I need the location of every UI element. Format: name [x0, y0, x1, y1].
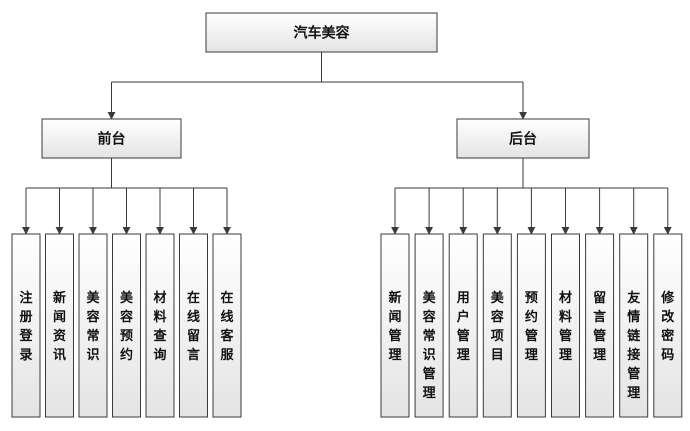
branch-node-backend-label: 后台 — [509, 131, 537, 148]
leaf-node-frontend-4: 材料查询 — [145, 233, 175, 418]
leaf-node-backend-5: 材料管理 — [551, 233, 580, 418]
leaf-node-backend-8: 修改密码 — [653, 233, 683, 418]
leaf-node-backend-3: 美容项目 — [482, 233, 512, 418]
leaf-node-frontend-0: 注册登录 — [11, 233, 41, 418]
leaf-node-backend-6-label: 留言管理 — [593, 290, 606, 363]
branch-node-frontend: 前台 — [41, 118, 182, 159]
leaf-node-frontend-3-label: 美容预约 — [119, 290, 134, 363]
root-node: 汽车美容 — [205, 12, 438, 53]
leaf-node-frontend-6: 在线客服 — [212, 233, 242, 418]
leaf-node-backend-1: 美容常识管理 — [414, 233, 444, 418]
leaf-node-backend-7: 友情链接管理 — [619, 233, 649, 418]
leaf-node-frontend-0-label: 注册登录 — [18, 290, 33, 363]
leaf-node-backend-0-label: 新闻管理 — [388, 290, 401, 363]
leaf-node-frontend-2: 美容常识 — [78, 233, 108, 418]
leaf-node-backend-7-label: 友情链接管理 — [626, 290, 641, 401]
leaf-node-frontend-1-label: 新闻资讯 — [53, 290, 66, 363]
leaf-node-backend-3-label: 美容项目 — [490, 290, 505, 363]
leaf-node-backend-2-label: 用户管理 — [456, 291, 470, 363]
leaf-node-frontend-4-label: 材料查询 — [152, 290, 167, 363]
root-node-label: 汽车美容 — [294, 25, 350, 42]
leaf-node-frontend-6-label: 在线客服 — [220, 290, 234, 363]
leaf-node-frontend-2-label: 美容常识 — [85, 290, 100, 363]
leaf-node-backend-2: 用户管理 — [448, 233, 478, 418]
leaf-node-backend-4-label: 预约管理 — [525, 291, 538, 363]
leaf-node-backend-6: 留言管理 — [585, 233, 615, 418]
leaf-node-backend-4: 预约管理 — [516, 233, 546, 418]
branch-node-frontend-label: 前台 — [98, 131, 126, 148]
connector-lines — [22, 52, 672, 235]
leaf-node-backend-0: 新闻管理 — [380, 233, 410, 418]
leaf-node-backend-5-label: 材料管理 — [559, 290, 572, 363]
leaf-node-frontend-5-label: 在线留言 — [187, 290, 200, 363]
leaf-node-frontend-3: 美容预约 — [112, 233, 141, 418]
branch-node-backend: 后台 — [456, 118, 590, 159]
leaf-node-backend-8-label: 修改密码 — [660, 290, 675, 363]
leaf-node-frontend-1: 新闻资讯 — [45, 233, 74, 418]
leaf-node-frontend-5: 在线留言 — [179, 233, 208, 418]
leaf-node-backend-1-label: 美容常识管理 — [422, 290, 437, 401]
